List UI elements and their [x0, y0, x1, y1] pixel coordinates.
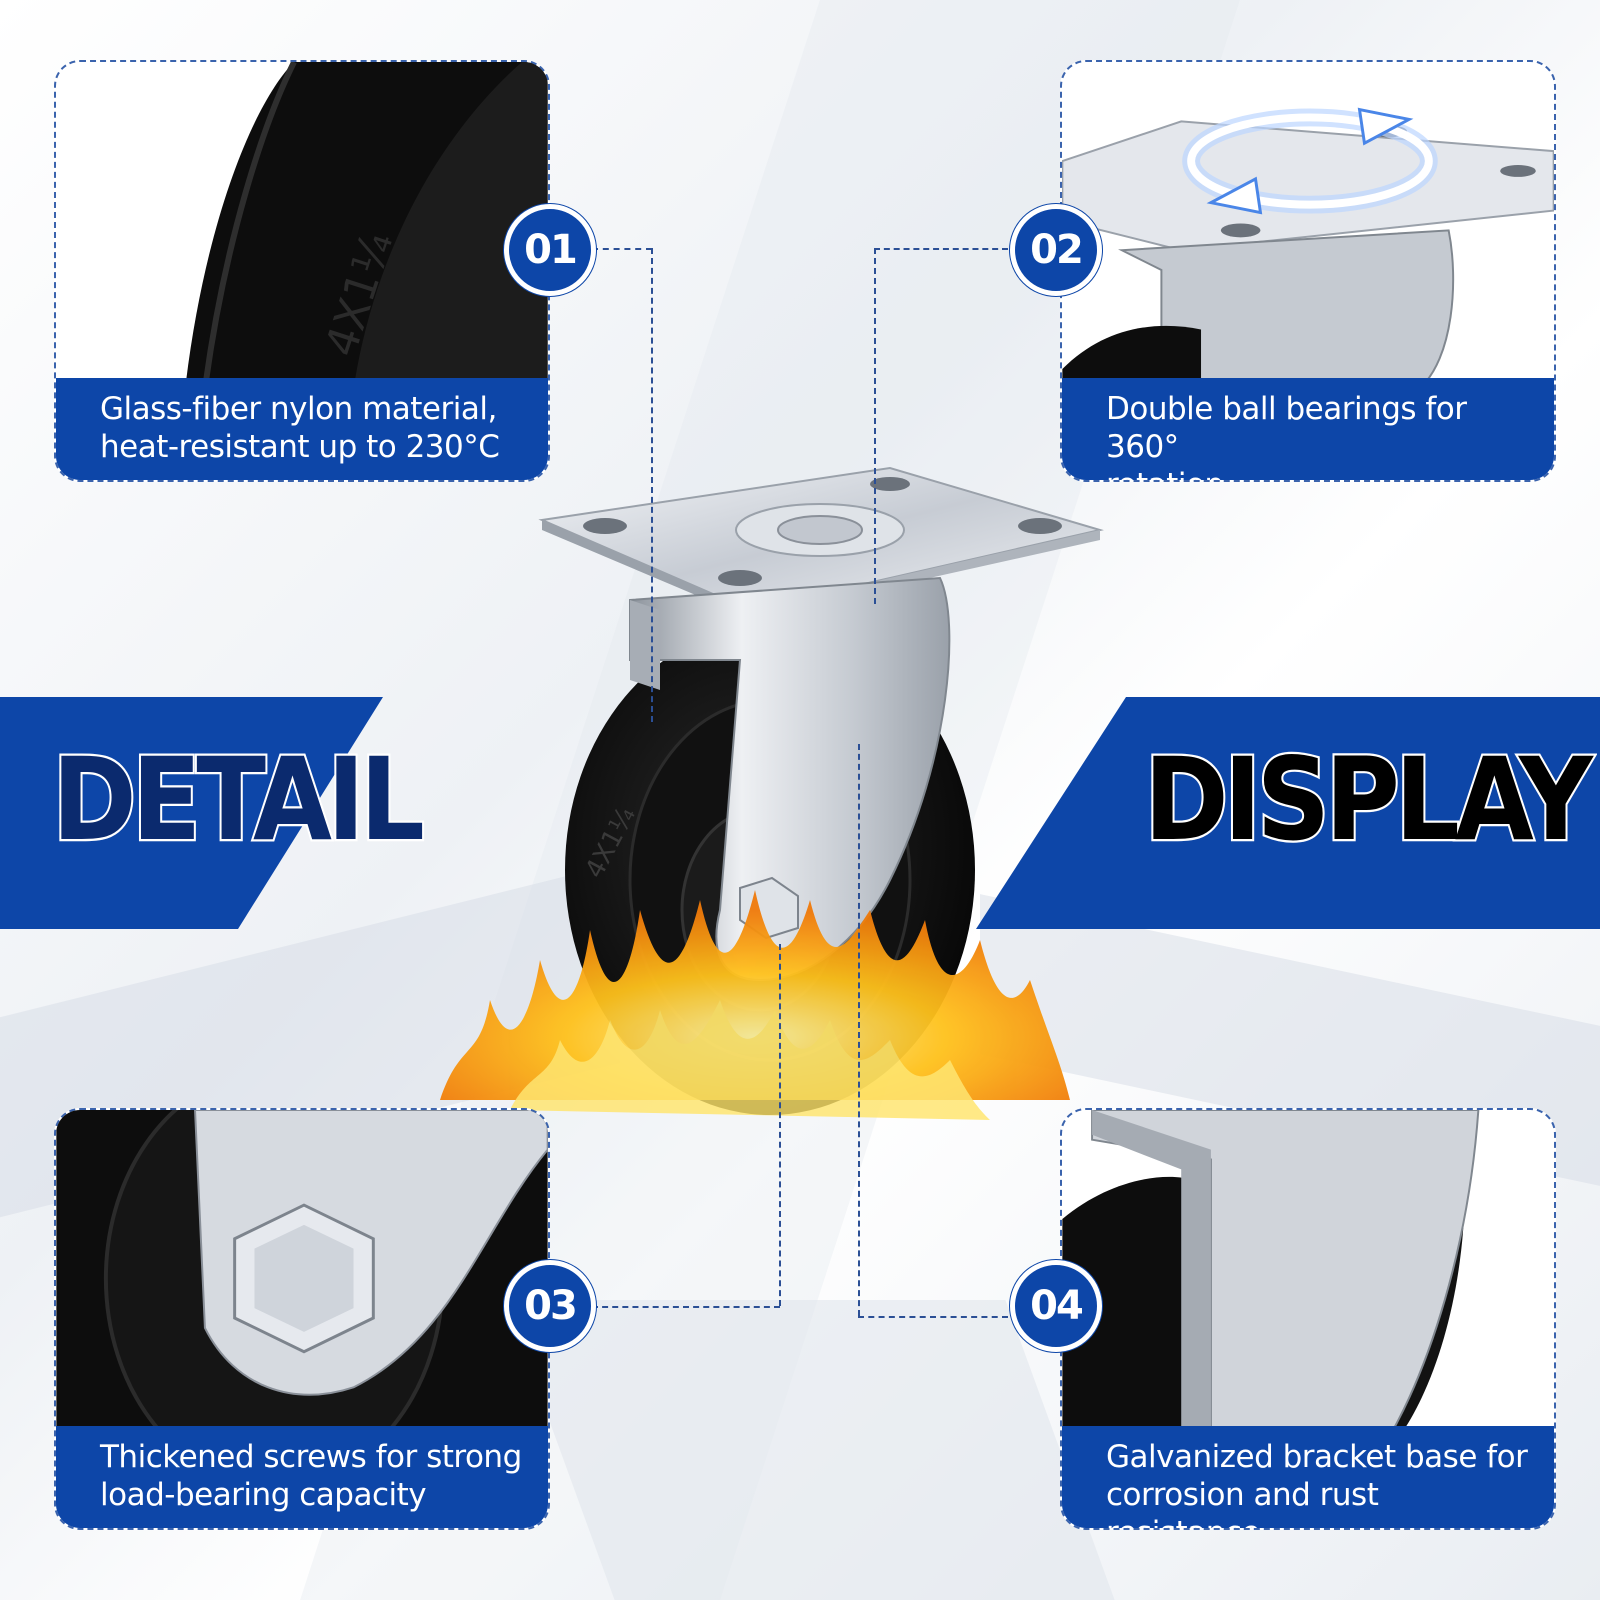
feature-caption-04-line2: corrosion and rust resistance	[1106, 1477, 1379, 1528]
leader-line-01	[592, 248, 652, 250]
feature-panel-04: Galvanized bracket base for corrosion an…	[1060, 1108, 1556, 1530]
wheel-closeup-image: 4X1¼	[185, 62, 548, 390]
feature-number-badge-01: 01	[504, 204, 596, 296]
display-banner: DISPLAY	[976, 697, 1600, 929]
swivel-caster-image: 4X1¼	[440, 466, 1104, 1120]
feature-caption-03: Thickened screws for strong load-bearing…	[56, 1426, 548, 1528]
feature-panel-02: Double ball bearings for 360° rotation	[1060, 60, 1556, 482]
display-banner-shape	[976, 697, 1600, 929]
feature-caption-01: Glass-fiber nylon material, heat-resista…	[56, 378, 548, 480]
feature-number-badge-04: 04	[1010, 1260, 1102, 1352]
detail-banner-shape	[0, 697, 383, 929]
display-banner-text: DISPLAY	[1142, 732, 1595, 870]
leader-line-03	[592, 1306, 780, 1308]
feature-panel-01: 4X1¼ Glass-fiber nylon material, heat-re…	[54, 60, 550, 482]
feature-panel-03: Thickened screws for strong load-bearing…	[54, 1108, 550, 1530]
feature-caption-01-line2: heat-resistant up to 230°C	[100, 429, 500, 465]
leader-line-02	[874, 248, 876, 604]
leader-line-04	[858, 1316, 1008, 1318]
detail-banner: DETAIL	[0, 697, 427, 929]
feature-number-badge-02: 02	[1010, 204, 1102, 296]
feature-caption-04-line1: Galvanized bracket base for	[1106, 1439, 1528, 1475]
feature-caption-02-line2: rotation	[1106, 466, 1528, 480]
feature-caption-02-line1: Double ball bearings for 360°	[1106, 391, 1467, 465]
leader-line-04	[858, 744, 860, 1316]
detail-banner-text: DETAIL	[50, 732, 427, 870]
swivel-plate-closeup-image	[1062, 107, 1554, 390]
feature-caption-03-line2: load-bearing capacity	[100, 1477, 427, 1513]
rotation-arrows-icon	[1182, 107, 1438, 215]
flame-graphic	[440, 890, 1070, 1120]
feature-caption-01-line1: Glass-fiber nylon material,	[100, 391, 497, 427]
leader-line-03	[779, 944, 781, 1306]
feature-caption-02: Double ball bearings for 360° rotation	[1062, 378, 1554, 480]
feature-caption-04: Galvanized bracket base for corrosion an…	[1062, 1426, 1554, 1528]
leader-line-01	[651, 248, 653, 722]
feature-caption-03-line1: Thickened screws for strong	[100, 1439, 522, 1475]
leader-line-02	[874, 248, 1008, 250]
hex-bolt-image	[56, 1110, 548, 1489]
feature-number-badge-03: 03	[504, 1260, 596, 1352]
